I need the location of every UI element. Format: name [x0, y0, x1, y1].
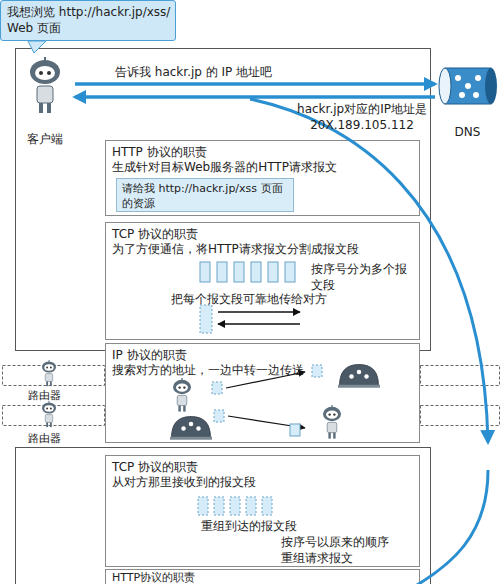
svg-rect — [312, 365, 322, 377]
svg-rect — [445, 68, 491, 104]
box-text: 生成针对目标Web服务器的HTTP请求报文 — [112, 159, 412, 175]
svg-rect — [200, 305, 212, 333]
box-text: 请给我 http://hackr.jp/xss 页面的资源 — [122, 181, 292, 211]
router-band — [421, 366, 500, 386]
svg-rect — [200, 262, 210, 282]
svg-ellipse — [439, 68, 451, 104]
arrow-label: hackr.jp对应的IP地址是 20X.189.105.112 — [292, 101, 432, 133]
box-text: 按序号以原来的顺序重组请求报文 — [281, 534, 393, 566]
client-robot — [30, 57, 60, 113]
protocol-box: HTTP 协议的职责生成针对目标Web服务器的HTTP请求报文请给我 http:… — [105, 140, 420, 216]
protocol-box: TCP 协议的职责为了方便通信，将HTTP请求报文分割成报文段按序号分为多个报文… — [105, 222, 420, 340]
svg-rect — [214, 410, 224, 422]
svg-circle — [455, 75, 461, 81]
server-panel — [16, 448, 431, 584]
box-text: 把每个报文段可靠地传给对方 — [171, 291, 411, 307]
box-text: 重组到达的报文段 — [201, 518, 401, 534]
svg-rect — [251, 262, 261, 282]
svg-line — [218, 311, 300, 312]
svg-line — [218, 323, 300, 324]
svg-circle — [465, 83, 471, 89]
box-text: DNS — [435, 124, 500, 140]
box-text: 为了方便通信，将HTTP请求报文分割成报文段 — [112, 241, 412, 257]
svg-rect — [285, 262, 295, 282]
router-label: 路由器 — [28, 431, 78, 447]
box-heading: TCP 协议的职责 — [112, 459, 412, 475]
box-text: 客户端 — [15, 131, 75, 147]
svg-rect — [290, 424, 300, 436]
svg-rect — [230, 497, 240, 515]
flow-arrow — [75, 82, 435, 86]
router-robot — [42, 360, 56, 386]
box-text: 我想浏览 http://hackr.jp/xss/ Web 页面 — [7, 4, 172, 36]
svg-rect — [262, 497, 272, 515]
svg-rect — [198, 497, 208, 515]
svg-rect — [234, 262, 244, 282]
protocol-box: HTTP协议的职责 — [105, 569, 420, 584]
svg-rect — [214, 497, 224, 515]
svg-circle — [475, 75, 481, 81]
svg-rect — [246, 497, 256, 515]
router-label: 路由器 — [28, 388, 78, 404]
request-box: 请给我 http://hackr.jp/xss 页面的资源 — [116, 178, 294, 212]
box-text: 从对方那里接收到的报文段 — [112, 474, 412, 490]
flow-arrow — [75, 95, 435, 99]
protocol-box: IP 协议的职责搜索对方的地址，一边中转一边传送 — [105, 343, 420, 443]
speech-bubble: 我想浏览 http://hackr.jp/xss/ Web 页面 — [0, 0, 176, 41]
dns-cylinder — [439, 68, 497, 104]
svg-circle — [459, 92, 465, 98]
box-text: 按序号分为多个报文段 — [311, 261, 417, 293]
svg-ellipse — [485, 68, 497, 104]
box-heading: HTTP协议的职责 — [112, 571, 412, 584]
svg-rect — [212, 382, 222, 394]
bubble-tail — [28, 41, 46, 53]
svg-rect — [217, 262, 227, 282]
router-robot — [42, 401, 56, 427]
box-heading: TCP 协议的职责 — [112, 226, 412, 242]
box-heading: IP 协议的职责 — [112, 347, 412, 363]
svg-rect — [268, 262, 278, 282]
svg-circle — [473, 92, 479, 98]
arrow-label: 告诉我 hackr.jp 的 IP 地址吧 — [115, 64, 375, 80]
client-panel — [16, 49, 431, 351]
